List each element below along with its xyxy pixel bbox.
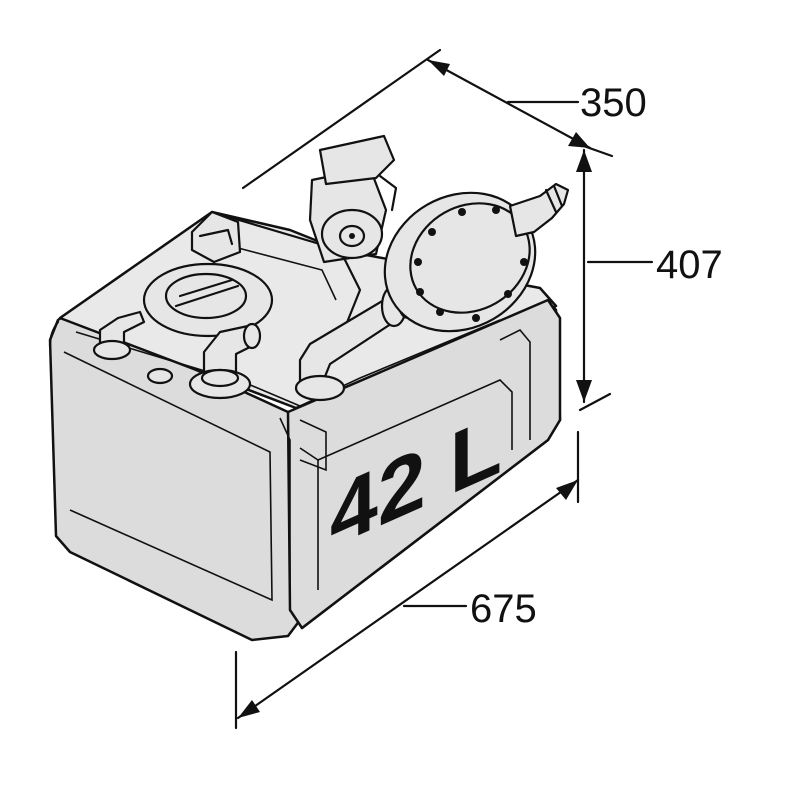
dimension-depth-label: 350 — [580, 81, 647, 125]
depth-dimension-line — [426, 58, 592, 150]
length-dimension-line — [236, 478, 580, 720]
motor-cap — [318, 134, 396, 186]
tank-body — [48, 210, 562, 642]
dimension-height-label: 407 — [656, 243, 723, 287]
hose-tail — [508, 182, 570, 238]
vent-fitting — [190, 210, 242, 264]
tank-front-face-right — [286, 298, 562, 630]
tank-fittings — [92, 134, 570, 402]
dimension-length-label: 675 — [470, 587, 537, 631]
dimension-lines: 350 407 675 — [234, 48, 723, 730]
